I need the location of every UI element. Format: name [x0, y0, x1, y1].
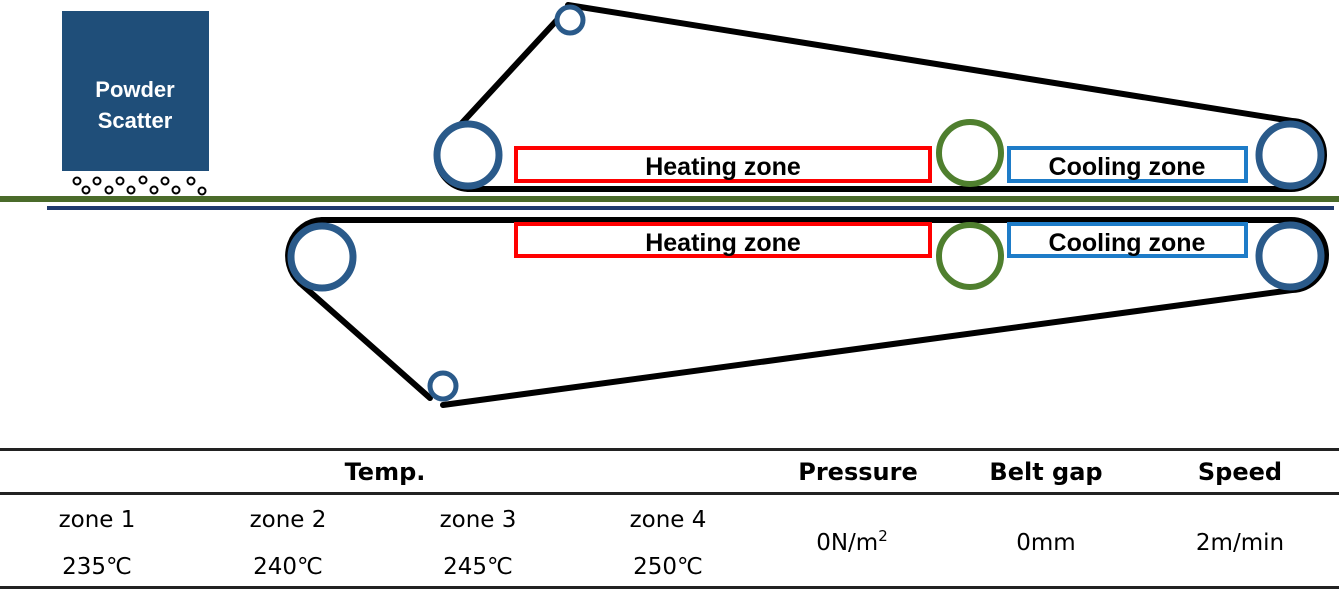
upper-cooling-zone-label: Cooling zone	[1049, 153, 1206, 181]
lower-heating-zone	[514, 222, 932, 258]
header-pressure: Pressure	[798, 458, 917, 486]
zone-name: zone 2	[250, 507, 327, 533]
lower-outlet-roller	[1255, 221, 1325, 291]
upper-heating-zone	[514, 146, 932, 183]
powder-particles	[72, 175, 207, 196]
lower-heating-zone-label: Heating zone	[645, 229, 801, 257]
powder-scatter-box	[62, 11, 209, 171]
table-bottom-rule	[0, 586, 1339, 589]
pressure-value: 0N/m2	[816, 527, 888, 556]
lower-cooling-zone	[1007, 222, 1248, 258]
zone-name: zone 4	[630, 507, 707, 533]
zone-name: zone 3	[440, 507, 517, 533]
table-header-rule	[0, 492, 1339, 495]
lower-inlet-roller	[287, 222, 357, 292]
upper-outlet-roller	[1255, 120, 1325, 190]
zone-temp: 235℃	[62, 554, 132, 580]
belt-gap-value: 0mm	[1016, 530, 1075, 556]
powder-scatter-unit: Powder Scatter	[62, 11, 209, 171]
zone-name: zone 1	[59, 507, 136, 533]
header-temp: Temp.	[345, 458, 426, 486]
lower-pressure-roller	[936, 222, 1004, 290]
upper-pressure-roller	[936, 119, 1004, 187]
upper-cooling-zone	[1007, 146, 1248, 183]
zone-temp: 250℃	[633, 554, 703, 580]
header-speed: Speed	[1198, 458, 1282, 486]
zone-temp: 245℃	[443, 554, 513, 580]
header-belt-gap: Belt gap	[989, 458, 1102, 486]
speed-value: 2m/min	[1196, 530, 1284, 556]
zone-temp: 240℃	[253, 554, 323, 580]
powder-scatter-label-2: Scatter	[98, 108, 173, 133]
lower-tension-roller	[427, 370, 459, 402]
upper-heating-zone-label: Heating zone	[645, 153, 801, 181]
substrate-line	[47, 206, 1334, 210]
pressure-number: 0N/m	[816, 530, 878, 556]
pressure-superscript: 2	[878, 527, 888, 545]
upper-inlet-roller	[433, 120, 503, 190]
table-top-rule	[0, 448, 1339, 451]
powder-film-line	[0, 196, 1339, 202]
upper-tension-roller	[554, 4, 586, 36]
powder-scatter-label-1: Powder	[95, 77, 175, 102]
process-conditions-table: Temp. Pressure Belt gap Speed zone 1 zon…	[0, 448, 1339, 589]
lower-cooling-zone-label: Cooling zone	[1049, 229, 1206, 257]
